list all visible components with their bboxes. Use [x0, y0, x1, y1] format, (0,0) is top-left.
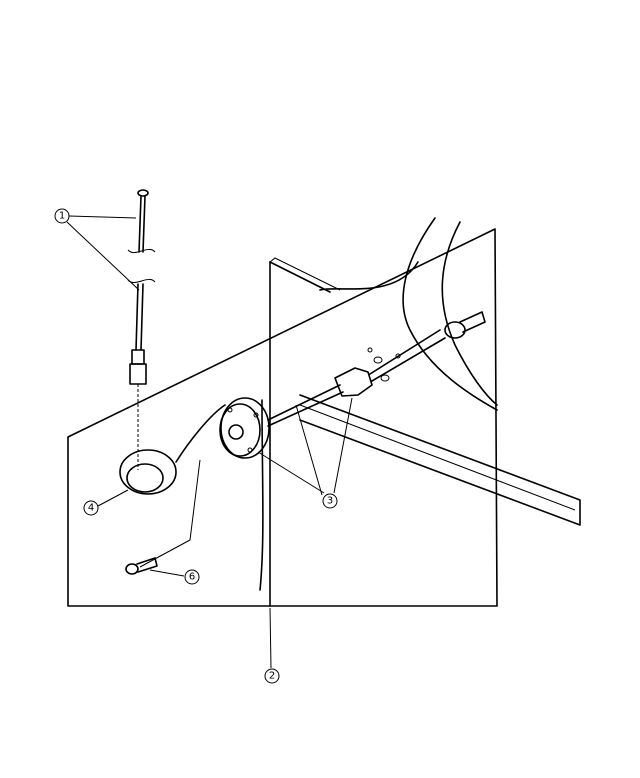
callout-4: 4	[83, 500, 99, 516]
antenna-base-cap	[119, 449, 177, 495]
antenna-cable	[267, 311, 486, 427]
callout-2: 2	[264, 668, 280, 684]
callout-label: 2	[269, 671, 275, 682]
callout-label: 3	[327, 496, 333, 507]
callout-label: 6	[189, 572, 195, 583]
screw	[125, 459, 201, 575]
antenna-mast	[127, 189, 156, 470]
mounting-plate	[175, 397, 270, 463]
callout-label: 4	[88, 503, 94, 514]
callout-label: 1	[59, 211, 65, 222]
callout-6: 6	[184, 569, 200, 585]
callout-3: 3	[322, 493, 338, 509]
body-panel	[67, 217, 581, 607]
leader-lines	[66, 215, 353, 669]
callout-1: 1	[54, 208, 70, 224]
